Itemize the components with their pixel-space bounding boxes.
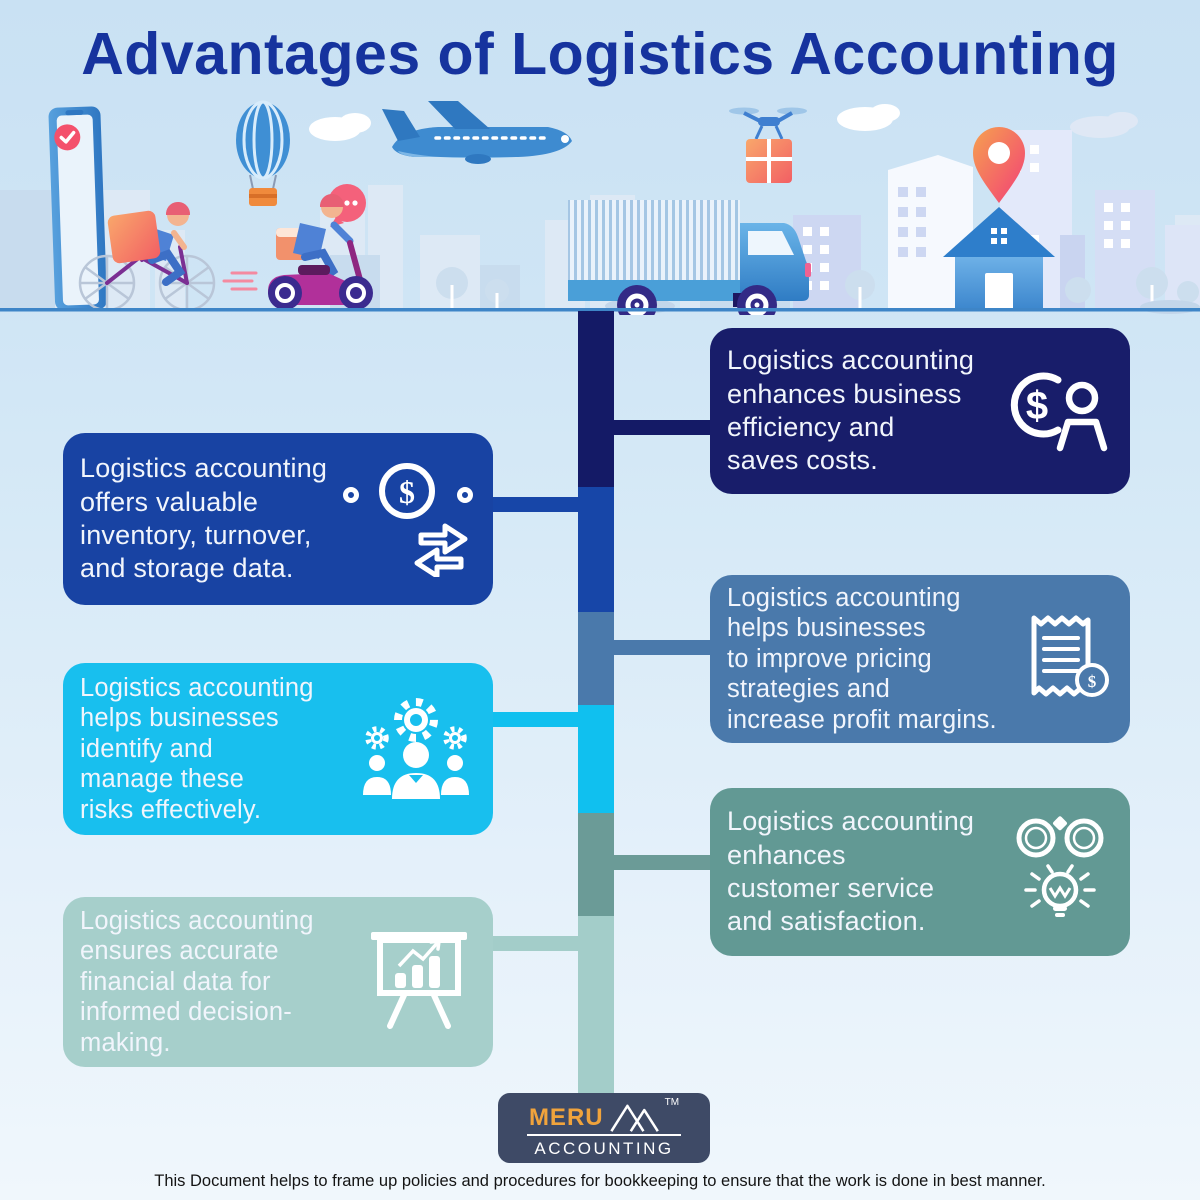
- presentation-chart-icon: [363, 926, 493, 1038]
- cargo-truck: [568, 200, 811, 315]
- smartphone-portal: [48, 106, 107, 311]
- spine-segment-royal: [578, 487, 614, 612]
- spine-segment-navy: [578, 311, 614, 487]
- logo-brand: MERU: [528, 1103, 604, 1131]
- ground-line: [0, 308, 1200, 312]
- mountain-peaks-icon: [609, 1104, 659, 1132]
- location-pin-icon: [973, 127, 1025, 203]
- gear-icon: [443, 726, 467, 750]
- svg-text:$: $: [1088, 672, 1097, 691]
- check-icon: [54, 124, 81, 151]
- hot-air-balloon-icon: [236, 100, 290, 206]
- delivery-drone-icon: [729, 107, 807, 183]
- card-pricing-strategies: Logistics accounting helps businesses to…: [710, 575, 1130, 743]
- house: [943, 207, 1055, 310]
- card-efficiency: Logistics accounting enhances business e…: [710, 328, 1130, 494]
- card-text: Logistics accounting ensures accurate fi…: [80, 907, 314, 1057]
- dollar-person-icon: $: [1000, 368, 1130, 454]
- receipt-dollar-icon: $: [1010, 608, 1130, 710]
- card-text: Logistics accounting helps businesses to…: [727, 584, 997, 734]
- coin-exchange-arrows-icon: $: [341, 461, 493, 577]
- gear-icon: [365, 726, 389, 750]
- delivery-illustration: [0, 100, 1200, 315]
- cloud-icon: [1070, 112, 1138, 138]
- gear-icon: [394, 698, 438, 742]
- card-text: Logistics accounting enhances customer s…: [727, 806, 975, 937]
- connector-l3: [490, 936, 582, 951]
- footer-note: This Document helps to frame up policies…: [154, 1172, 1046, 1190]
- meru-accounting-logo: MERU TM ACCOUNTING: [498, 1093, 710, 1163]
- scooter-courier: [222, 184, 373, 310]
- card-risk-management: Logistics accounting helps businesses id…: [63, 663, 493, 835]
- logo-trademark: TM: [664, 1096, 680, 1108]
- airplane-icon: [382, 101, 572, 164]
- card-financial-data: Logistics accounting ensures accurate fi…: [63, 897, 493, 1067]
- connector-r1: [610, 420, 710, 435]
- svg-text:$: $: [399, 474, 415, 510]
- logo-subtitle: ACCOUNTING: [534, 1138, 674, 1158]
- card-text: Logistics accounting offers valuable inv…: [80, 453, 328, 584]
- card-text: Logistics accounting enhances business e…: [727, 345, 975, 476]
- connector-r2: [610, 640, 710, 655]
- card-customer-service: Logistics accounting enhances customer s…: [710, 788, 1130, 956]
- logo-top-row: MERU TM: [526, 1096, 682, 1136]
- card-inventory-data: Logistics accounting offers valuable inv…: [63, 433, 493, 605]
- connector-l2: [490, 712, 582, 727]
- spine-segment-sage: [578, 813, 614, 916]
- page-title: Advantages of Logistics Accounting: [81, 21, 1119, 87]
- spine-segment-cyan: [578, 705, 614, 813]
- binoculars-bulb-icon: [1004, 816, 1130, 928]
- spine-segment-pale: [578, 916, 614, 1097]
- cloud-icon: [309, 104, 900, 141]
- connector-l1: [490, 497, 582, 512]
- team-gears-icon: [357, 695, 493, 803]
- svg-text:$: $: [1026, 384, 1048, 428]
- spine-segment-steel: [578, 612, 614, 705]
- connector-r3: [610, 855, 710, 870]
- card-text: Logistics accounting helps businesses id…: [80, 674, 314, 824]
